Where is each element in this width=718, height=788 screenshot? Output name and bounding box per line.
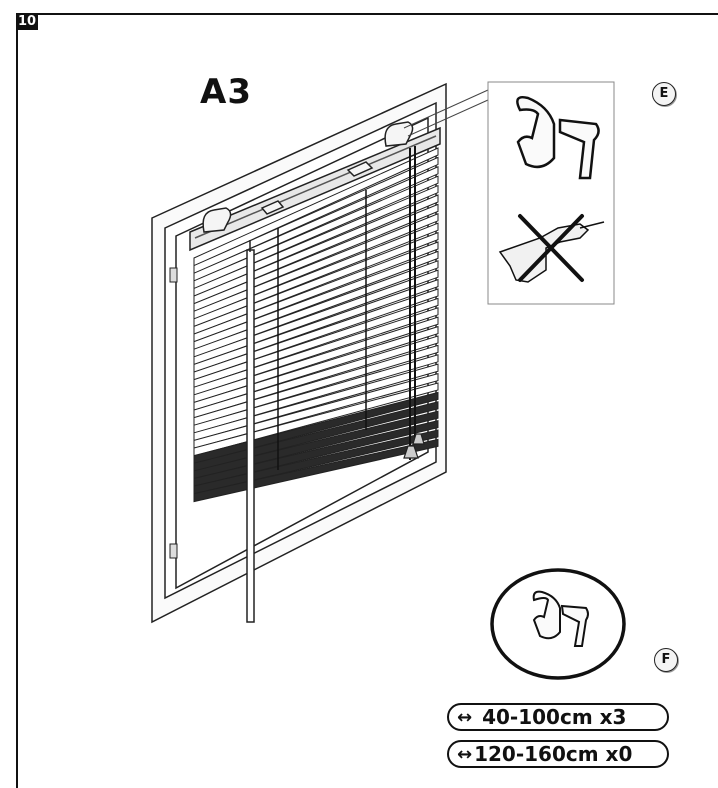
blind-slat [193,269,439,366]
detail-leader-lines [403,89,489,137]
double-arrow-icon: ↔ [457,743,473,765]
page-number: 10 [16,13,38,30]
mounting-clips [202,121,414,233]
blind-slat [193,297,439,389]
blind-slat [193,401,439,472]
blind-slat [193,203,439,313]
blind-slat [193,382,439,457]
hinge-top [169,267,178,283]
blind-slat [193,335,439,419]
blind-slat [193,156,439,275]
clip-detail-icon [516,96,600,180]
blind-slat [193,307,439,396]
blind-slats [193,147,439,503]
spec-label: 40-100cm x3 [482,705,627,729]
lift-cords [277,146,416,470]
blind-slat [193,391,439,465]
blind-slat [193,184,439,298]
spec-label: 120-160cm x0 [474,742,633,766]
blind-slat [193,438,439,503]
blind-slat [193,316,439,404]
spec-row-width-40-100: ↔ 40-100cm x3 [447,703,669,731]
cord-tassels [403,433,425,459]
blind-slat [193,344,439,427]
blind-slat [193,429,439,495]
blind-slat [193,194,439,305]
blind-slat [193,213,439,320]
clip-circle-icon [490,568,626,680]
page-border-top [16,13,718,15]
blind-slat [193,363,439,442]
blind-slat [193,325,439,412]
blind-slat [193,250,439,351]
blind-slat [193,419,439,488]
hinge-bottom [169,543,178,559]
blind-slat [193,278,439,374]
blind-slat [193,147,439,267]
blind-slat [193,410,439,480]
callout-label-f: F [654,648,678,672]
tilt-wand [246,240,255,623]
blind-slat [193,175,439,290]
blind-slat [193,288,439,381]
headrail [189,126,441,252]
prohibited-cross-icon [518,214,584,282]
blind-slat [193,222,439,328]
blind-slat [193,354,439,434]
blind-slat [193,372,439,450]
blind-slat [193,231,439,336]
callout-label-e: E [652,82,676,106]
page-border-left [16,13,18,788]
step-title: A3 [200,72,252,112]
blind-slat [193,166,439,282]
spec-row-width-120-160: ↔ 120-160cm x0 [447,740,669,768]
double-arrow-icon: ↔ [457,706,473,728]
blind-slat [193,260,439,358]
blind-slat [193,241,439,343]
